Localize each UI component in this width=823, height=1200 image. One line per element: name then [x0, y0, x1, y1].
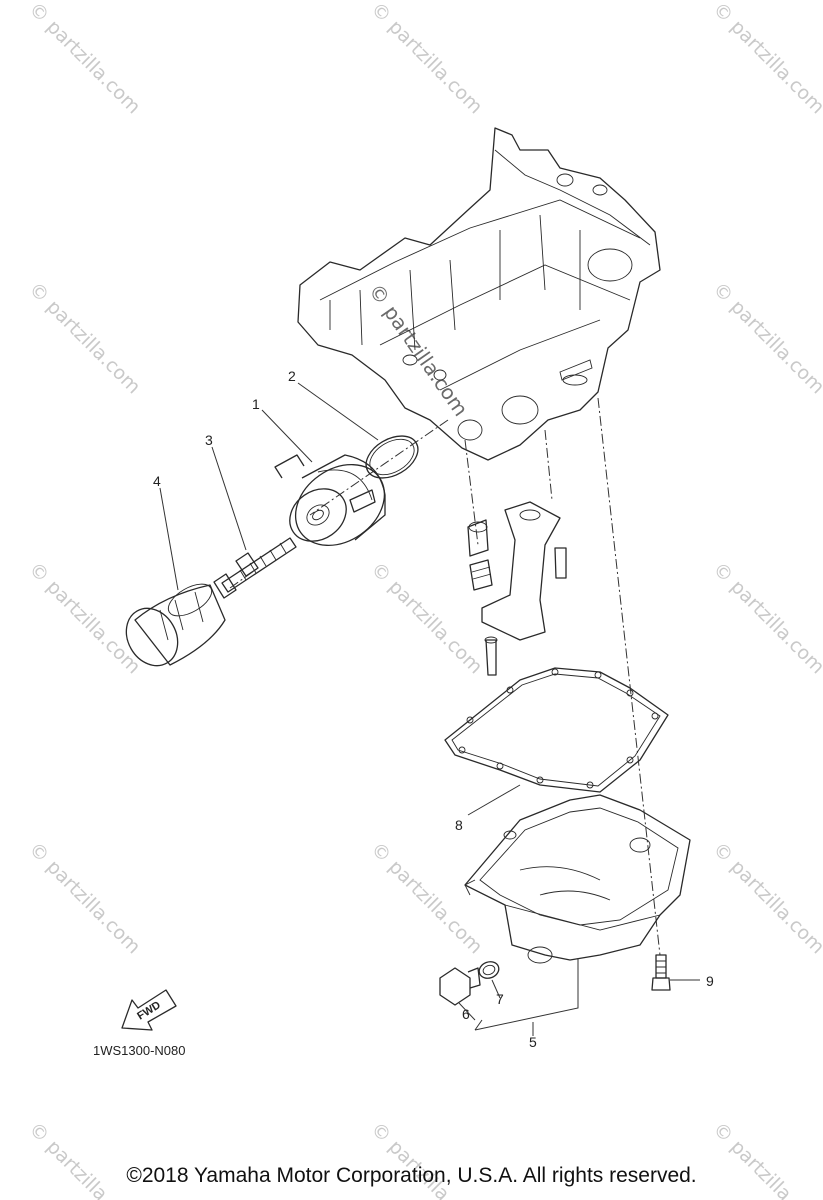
gasket-bolt-holes: [458, 668, 659, 789]
oil-pan: [464, 794, 691, 964]
union-bolt: [213, 537, 297, 599]
callout-9: 9: [706, 973, 714, 989]
watermark: © partzilla.com: [708, 0, 823, 118]
drain-gasket: [478, 961, 500, 979]
callout-labels: 1 2 3 4 5 6 7 8 9: [153, 368, 714, 1050]
fwd-arrow-icon: FWD: [121, 989, 177, 1031]
watermark: © partzilla.com: [24, 838, 144, 958]
oil-pan-gasket: [444, 667, 669, 793]
copyright-notice: ©2018 Yamaha Motor Corporation, U.S.A. A…: [126, 1164, 697, 1187]
diagram-code: 1WS1300-N080: [93, 1043, 186, 1058]
watermark: © partzilla.com: [24, 278, 144, 398]
watermark: © partzilla.com: [24, 558, 144, 678]
watermark-center: © partzilla.com: [364, 279, 473, 420]
watermark: © partzilla.com: [708, 558, 823, 678]
callout-1: 1: [252, 396, 260, 412]
callout-5: 5: [529, 1034, 537, 1050]
callout-3: 3: [205, 432, 213, 448]
crankcase: [297, 127, 661, 461]
o-ring: [365, 435, 419, 479]
oil-cooler: [274, 454, 386, 546]
watermark: © partzilla.com: [708, 278, 823, 398]
pan-bolt: [651, 954, 671, 991]
callout-6: 6: [462, 1006, 470, 1022]
watermark: © partzilla.com: [366, 558, 486, 678]
watermark: © partzilla.com: [366, 838, 486, 958]
watermark: © partzilla.com: [24, 0, 144, 118]
oil-strainer: [467, 501, 567, 676]
callout-8: 8: [455, 817, 463, 833]
drain-bolt: [439, 967, 481, 1006]
callout-7: 7: [496, 991, 504, 1007]
callout-4: 4: [153, 473, 161, 489]
fwd-label: FWD: [135, 999, 163, 1022]
callout-2: 2: [288, 368, 296, 384]
watermark: © partzilla.com: [366, 0, 486, 118]
leader-lines: [159, 382, 700, 1036]
alignment-lines: [229, 397, 661, 956]
watermark: © partzilla.com: [708, 838, 823, 958]
oil-filter: [125, 583, 226, 667]
